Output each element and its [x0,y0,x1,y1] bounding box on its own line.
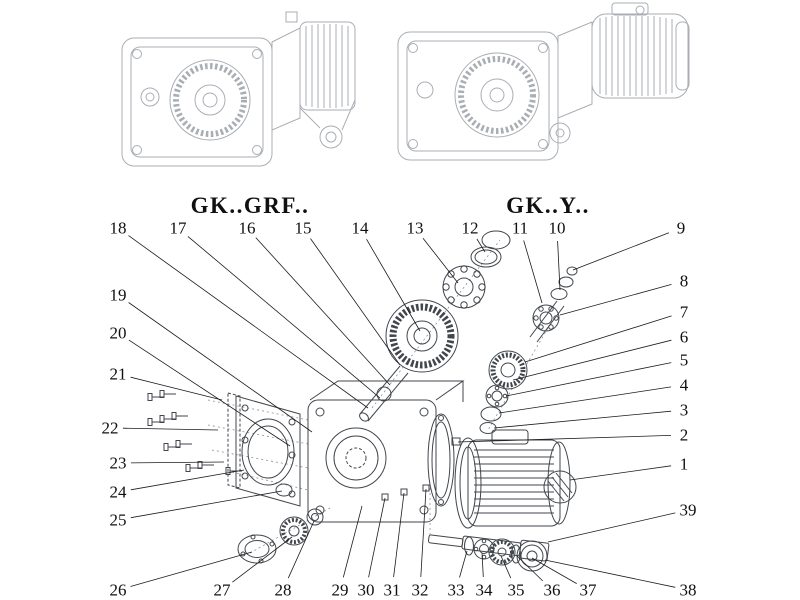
exploded-view [147,230,578,572]
gky-drawing [397,2,690,161]
leader-line-9 [572,232,670,271]
callout-38: 38 [679,580,697,600]
mounting-flange [227,392,301,507]
leader-line-25 [130,490,283,519]
leader-line-29 [342,505,363,578]
leader-line-21 [130,376,223,401]
leader-line-38 [544,559,676,588]
callout-1: 1 [679,454,689,474]
ring-gear-shaft [359,299,459,422]
leader-line-19 [128,302,313,433]
leader-line-33 [459,550,468,578]
leader-line-14 [366,238,421,332]
leader-line-10 [557,240,561,291]
callout-2: 2 [679,425,689,445]
callout-6: 6 [679,327,689,347]
leader-line-39 [547,512,676,543]
electric-motor [454,429,577,529]
callout-36: 36 [543,580,561,600]
leader-line-35 [500,555,512,579]
callout-7: 7 [679,302,689,322]
callout-28: 28 [274,580,292,600]
callout-31: 31 [383,580,401,600]
leader-line-6 [512,339,672,381]
gkgrf-drawing [121,11,356,167]
leader-line-17 [187,236,381,399]
bearing-cover-group [237,508,324,564]
leader-line-27 [232,536,293,583]
callout-11: 11 [511,218,529,238]
callout-12: 12 [461,218,479,238]
callout-16: 16 [238,218,256,238]
callout-20: 20 [109,323,127,343]
variant-label-gkgrf: GK..GRF.. [190,193,310,218]
callout-25: 25 [109,510,127,530]
callout-17: 17 [169,218,187,238]
leader-line-5 [505,362,672,397]
leader-line-37 [531,557,577,584]
output-shaft-assembly [427,534,550,572]
leader-line-2 [457,435,672,443]
callout-18: 18 [109,218,127,238]
callout-15: 15 [294,218,312,238]
callout-21: 21 [109,364,127,384]
callout-19: 19 [109,285,127,305]
callout-13: 13 [406,218,424,238]
leader-line-7 [524,315,672,363]
callout-3: 3 [679,400,689,420]
callout-23: 23 [109,453,127,473]
leader-line-36 [516,555,543,582]
gear-housing [307,380,465,523]
callout-4: 4 [679,375,689,395]
callout-10: 10 [548,218,566,238]
callout-27: 27 [213,580,231,600]
leader-line-26 [130,551,253,587]
callout-39: 39 [679,500,697,520]
washers-and-seals [451,384,509,446]
leader-line-16 [255,237,391,386]
callout-8: 8 [679,271,689,291]
fasteners-and-plugs [275,483,430,501]
callout-29: 29 [331,580,349,600]
leader-line-18 [128,235,369,409]
callout-37: 37 [579,580,597,600]
callout-33: 33 [447,580,465,600]
flange-bolts [147,390,242,475]
leader-line-24 [130,469,245,491]
intermediate-gear [488,350,528,390]
variant-label-gky: GK..Y.. [506,193,590,218]
leader-line-28 [287,520,315,579]
leader-line-34 [481,552,484,578]
callout-22: 22 [101,418,119,438]
callout-26: 26 [109,580,127,600]
bevel-pinion-assembly [529,266,578,343]
callout-9: 9 [676,218,686,238]
callout-35: 35 [507,580,525,600]
leader-line-3 [493,410,672,429]
callout-34: 34 [475,580,493,600]
callout-30: 30 [357,580,375,600]
leader-line-31 [393,492,405,578]
leader-line-8 [559,284,672,316]
leader-line-30 [368,497,386,578]
leader-line-23 [130,461,225,464]
leader-line-20 [128,339,291,447]
leader-line-22 [122,427,219,431]
leader-line-4 [498,386,672,414]
callout-32: 32 [411,580,429,600]
leader-lines [122,232,676,588]
leader-line-1 [569,465,672,481]
callout-5: 5 [679,350,689,370]
callout-24: 24 [109,482,127,502]
leader-line-32 [420,488,427,578]
leader-line-12 [476,238,486,253]
retaining-rings [470,230,511,268]
leader-line-15 [310,238,401,366]
callout-14: 14 [351,218,369,238]
leader-line-13 [422,237,459,284]
upper-bearing [442,265,486,309]
leader-line-11 [523,240,543,304]
